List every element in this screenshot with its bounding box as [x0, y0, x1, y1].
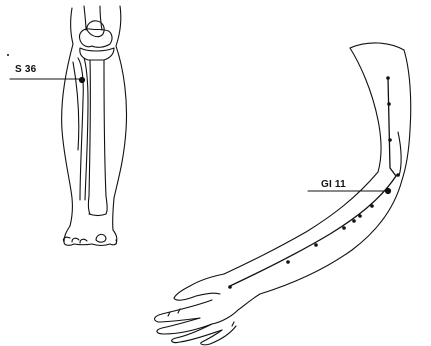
meridian-point [228, 285, 232, 289]
femoral-condyles [79, 29, 112, 47]
meridian-point [342, 226, 346, 230]
forearm-upper-edge [224, 172, 378, 274]
shoulder-outline [350, 43, 404, 50]
tibial-plateau [80, 48, 114, 60]
upper-arm-inner [402, 50, 411, 180]
meridian-points [228, 76, 400, 289]
knuckle-marks [168, 309, 234, 326]
meridian-point [396, 173, 400, 177]
hand-back [174, 274, 224, 298]
meridian-point [387, 102, 391, 106]
meridian-point [286, 260, 290, 264]
s36-point [79, 77, 84, 82]
forearm-lower-edge [260, 180, 402, 294]
tibia [88, 60, 107, 216]
meridian-point [314, 243, 318, 247]
meridian-point [388, 138, 392, 142]
arm-illustration [155, 43, 411, 345]
calf-contour [73, 62, 79, 150]
thigh-outline-right [116, 6, 121, 46]
toes [63, 234, 106, 243]
meridian-line [230, 78, 396, 286]
meridian-point [370, 204, 374, 208]
thigh-outline-left [71, 8, 73, 44]
meridian-point [358, 214, 362, 218]
leg-mark-small [7, 54, 9, 56]
elbow-contour [398, 132, 401, 176]
point-label-s36: S 36 [15, 65, 36, 75]
finger-1 [155, 300, 212, 322]
point-label-gi11: GI 11 [321, 180, 346, 190]
meridian-point [352, 219, 356, 223]
meridian-point [386, 76, 390, 80]
leg-outline-medial [113, 46, 127, 230]
thumb [174, 293, 220, 300]
leg-outline-lateral [62, 44, 73, 226]
upper-arm-outer [350, 48, 381, 172]
gi11-point [385, 188, 390, 193]
palm-edge [212, 294, 260, 324]
leg-illustration [62, 6, 127, 246]
